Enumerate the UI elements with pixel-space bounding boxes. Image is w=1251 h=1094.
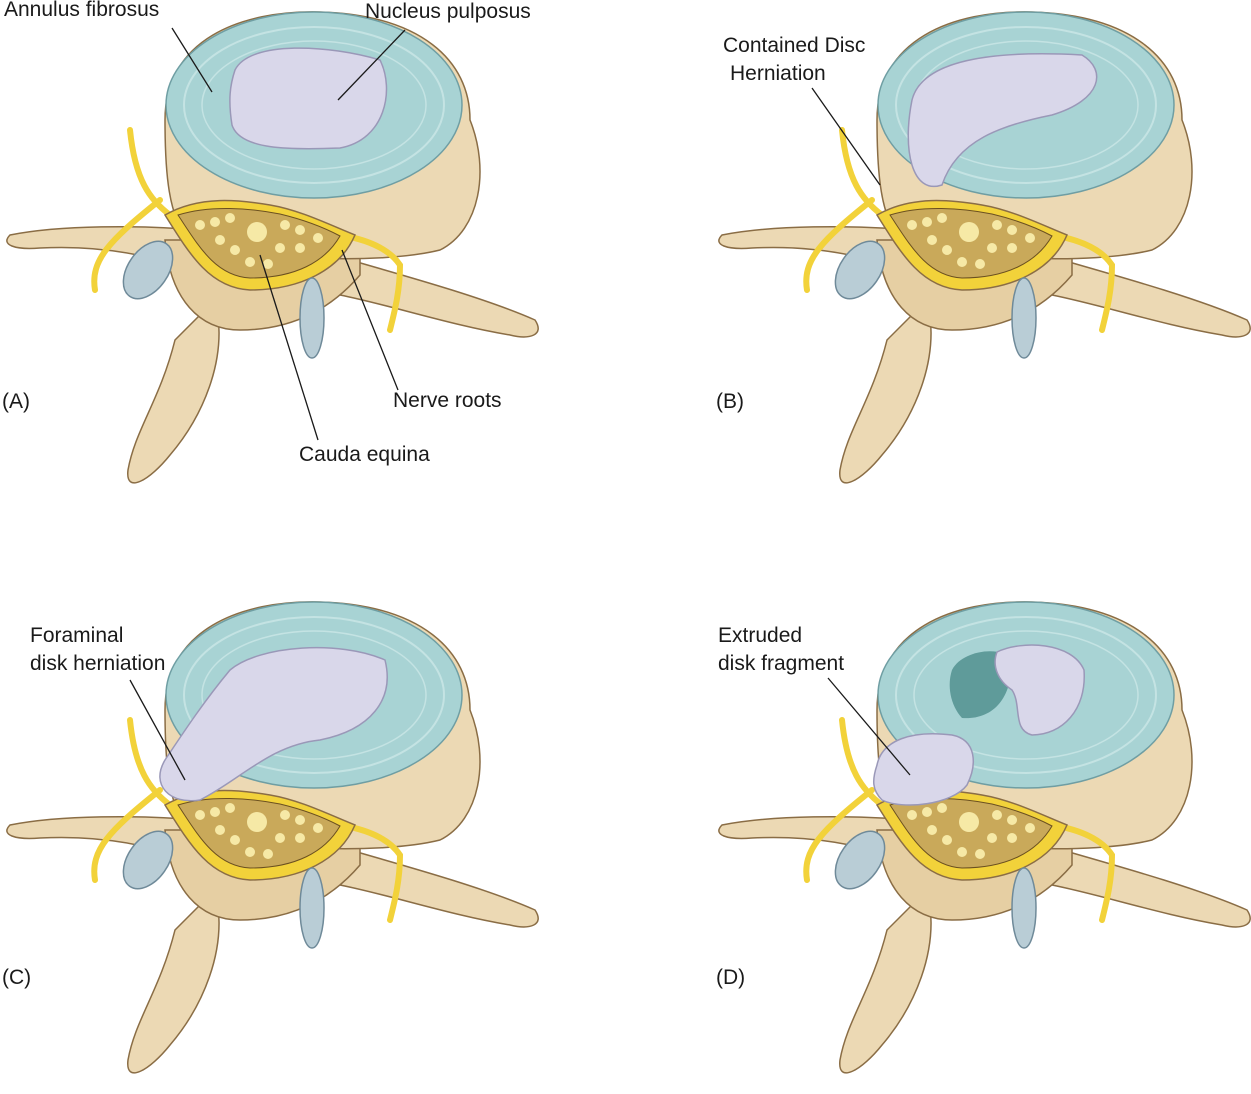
- label-disk-herniation: disk herniation: [30, 652, 166, 675]
- label-extruded: Extruded: [718, 624, 803, 647]
- label-disk-fragment: disk fragment: [718, 652, 845, 675]
- panel-tag-b: (B): [716, 390, 744, 413]
- nucleus-remnant: [994, 644, 1085, 736]
- panel-tag-d: (D): [716, 966, 746, 989]
- panel-b-vertebra: [719, 12, 1250, 483]
- foraminal-herniation: [159, 646, 388, 802]
- label-annulus-fibrosus: Annulus fibrosus: [4, 0, 160, 21]
- panel-tag-c: (C): [2, 966, 32, 989]
- label-contained-disc: Contained Disc: [723, 34, 866, 57]
- panel-d-vertebra: [719, 602, 1250, 1073]
- leader-lines: [129, 27, 911, 781]
- label-nerve-roots: Nerve roots: [393, 389, 502, 412]
- label-herniation: Herniation: [730, 62, 826, 85]
- nucleus-pulposus: [229, 47, 388, 150]
- contained-herniation: [907, 53, 1098, 188]
- panel-tag-a: (A): [2, 390, 30, 413]
- panel-a-vertebra: [7, 12, 538, 483]
- extruded-fragment: [872, 733, 974, 806]
- panel-c-vertebra: [7, 602, 538, 1073]
- label-cauda-equina: Cauda equina: [299, 443, 430, 466]
- label-nucleus-pulposus: Nucleus pulposus: [365, 0, 531, 23]
- label-foraminal: Foraminal: [30, 624, 124, 647]
